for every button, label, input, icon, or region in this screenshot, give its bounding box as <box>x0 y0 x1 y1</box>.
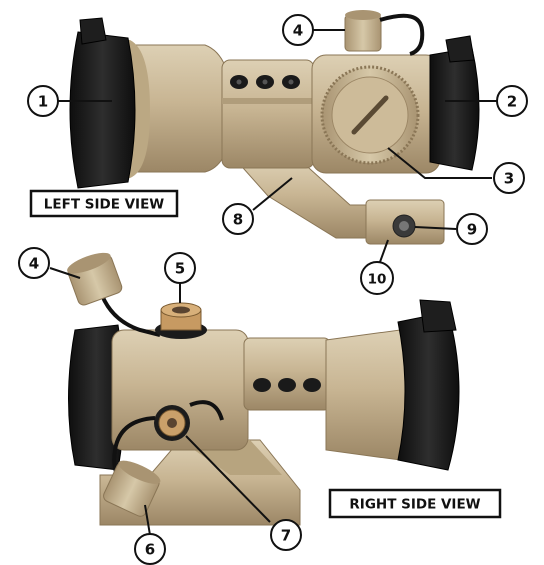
battery-cap <box>344 14 382 52</box>
leader-7 <box>185 435 271 523</box>
main-tube <box>325 329 413 461</box>
right-side-scope <box>67 252 460 526</box>
leader-10 <box>379 239 389 263</box>
callout-8-text: 8 <box>233 211 243 229</box>
ring-band <box>222 98 314 104</box>
hanging-side-cap <box>103 460 161 517</box>
callout-5-text: 5 <box>175 260 185 278</box>
leader-3 <box>387 147 492 179</box>
side-adjuster <box>154 405 190 441</box>
callout-9: 9 <box>456 213 488 245</box>
side-tether-2 <box>189 400 224 421</box>
callout-3: 3 <box>493 162 525 194</box>
front-cap-flip <box>419 299 457 333</box>
callout-7: 7 <box>270 519 302 551</box>
right-rubber-cap <box>429 47 480 171</box>
callout-4-bottom: 4 <box>18 247 50 279</box>
ring-bolts <box>230 75 300 89</box>
leader-lines <box>49 29 497 536</box>
front-rubber-cap <box>397 311 460 471</box>
callout-4-bottom-text: 4 <box>29 255 39 273</box>
callout-4-top-text: 4 <box>293 22 303 40</box>
left-rubber-cap <box>69 31 136 189</box>
callout-8: 8 <box>222 203 254 235</box>
callout-5: 5 <box>164 252 196 284</box>
callout-6: 6 <box>134 533 166 565</box>
leader-8 <box>252 177 293 211</box>
callout-10-text: 10 <box>368 272 387 288</box>
right-cap-flip <box>445 35 475 63</box>
rear-ring-bolts <box>253 378 321 392</box>
callout-1-text: 1 <box>38 93 48 111</box>
right-view-label: RIGHT SIDE VIEW <box>328 488 502 519</box>
right-view-label-text: RIGHT SIDE VIEW <box>349 497 480 513</box>
callout-2: 2 <box>496 85 528 117</box>
callout-7-text: 7 <box>281 527 291 545</box>
leader-9 <box>414 226 457 230</box>
cap-tether <box>379 13 425 56</box>
left-cap-flip <box>79 17 107 45</box>
leader-4b <box>49 267 81 279</box>
left-view-label: LEFT SIDE VIEW <box>29 189 179 218</box>
knob-slot <box>351 95 389 135</box>
callout-4-top: 4 <box>282 14 314 46</box>
callout-3-text: 3 <box>504 170 514 188</box>
flipped-cap <box>67 252 123 306</box>
left-view-label-text: LEFT SIDE VIEW <box>44 197 165 213</box>
callout-6-text: 6 <box>145 541 155 559</box>
battery-compartment <box>155 302 207 339</box>
callouts: 1 2 3 4 8 9 10 4 <box>18 14 528 565</box>
callout-10: 10 <box>360 261 394 295</box>
left-side-scope <box>69 10 480 245</box>
rear-ring <box>243 337 331 411</box>
callout-9-text: 9 <box>467 221 477 239</box>
callout-2-text: 2 <box>507 93 517 111</box>
leader-6 <box>144 504 151 536</box>
callout-1: 1 <box>27 85 59 117</box>
